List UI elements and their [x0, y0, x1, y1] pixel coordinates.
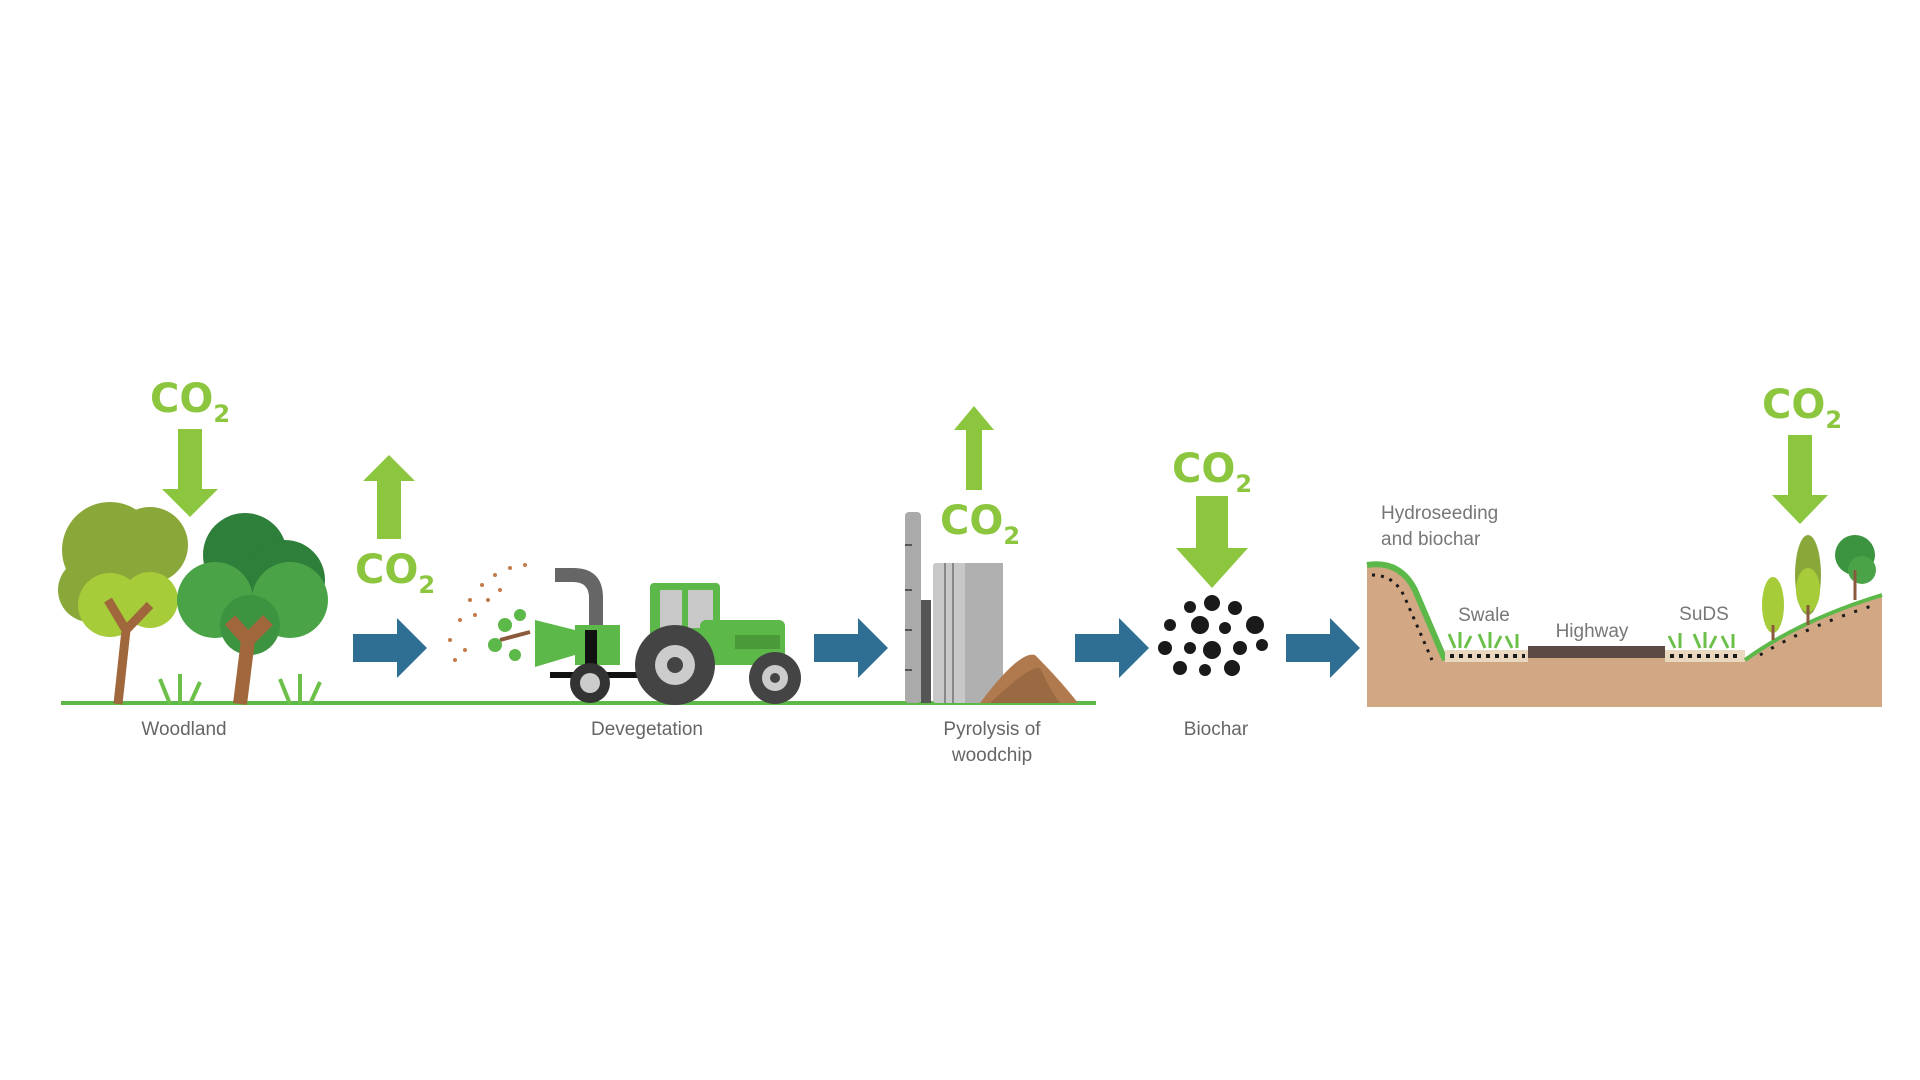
co2-down-arrow-icon — [1176, 496, 1248, 588]
co2-up-arrow-icon — [363, 455, 415, 539]
label-hydroseeding-line1: Hydroseeding — [1381, 503, 1498, 524]
label-biochar: Biochar — [1184, 719, 1249, 740]
co2-label-pyrolysis: CO2 — [940, 498, 1020, 550]
wood-chipper-tractor-icon — [448, 563, 801, 705]
label-highway: Highway — [1556, 621, 1629, 642]
process-arrow-icon — [814, 618, 888, 678]
highway-cross-section-illustration — [1366, 535, 1883, 707]
biochar-pieces-icon — [1158, 595, 1268, 676]
process-arrow-icon — [353, 618, 427, 678]
label-suds: SuDS — [1679, 604, 1729, 625]
co2-label-devegetation: CO2 — [355, 547, 435, 599]
label-woodland: Woodland — [141, 719, 226, 740]
co2-label-woodland: CO2 — [150, 376, 230, 428]
process-arrow-icon — [1286, 618, 1360, 678]
co2-down-arrow-icon — [1772, 435, 1828, 524]
co2-label-landscape: CO2 — [1762, 382, 1842, 434]
co2-label-biochar: CO2 — [1172, 446, 1252, 498]
label-hydroseeding-line2: and biochar — [1381, 529, 1481, 550]
label-pyrolysis-line2: woodchip — [951, 745, 1032, 766]
label-swale: Swale — [1458, 605, 1510, 626]
label-pyrolysis-line1: Pyrolysis of — [943, 719, 1041, 740]
woodland-trees-icon — [58, 502, 328, 705]
co2-up-arrow-icon — [954, 406, 994, 490]
co2-down-arrow-icon — [162, 429, 218, 517]
process-arrow-icon — [1075, 618, 1149, 678]
pyrolysis-kiln-icon — [905, 512, 1078, 703]
label-devegetation: Devegetation — [591, 719, 703, 740]
